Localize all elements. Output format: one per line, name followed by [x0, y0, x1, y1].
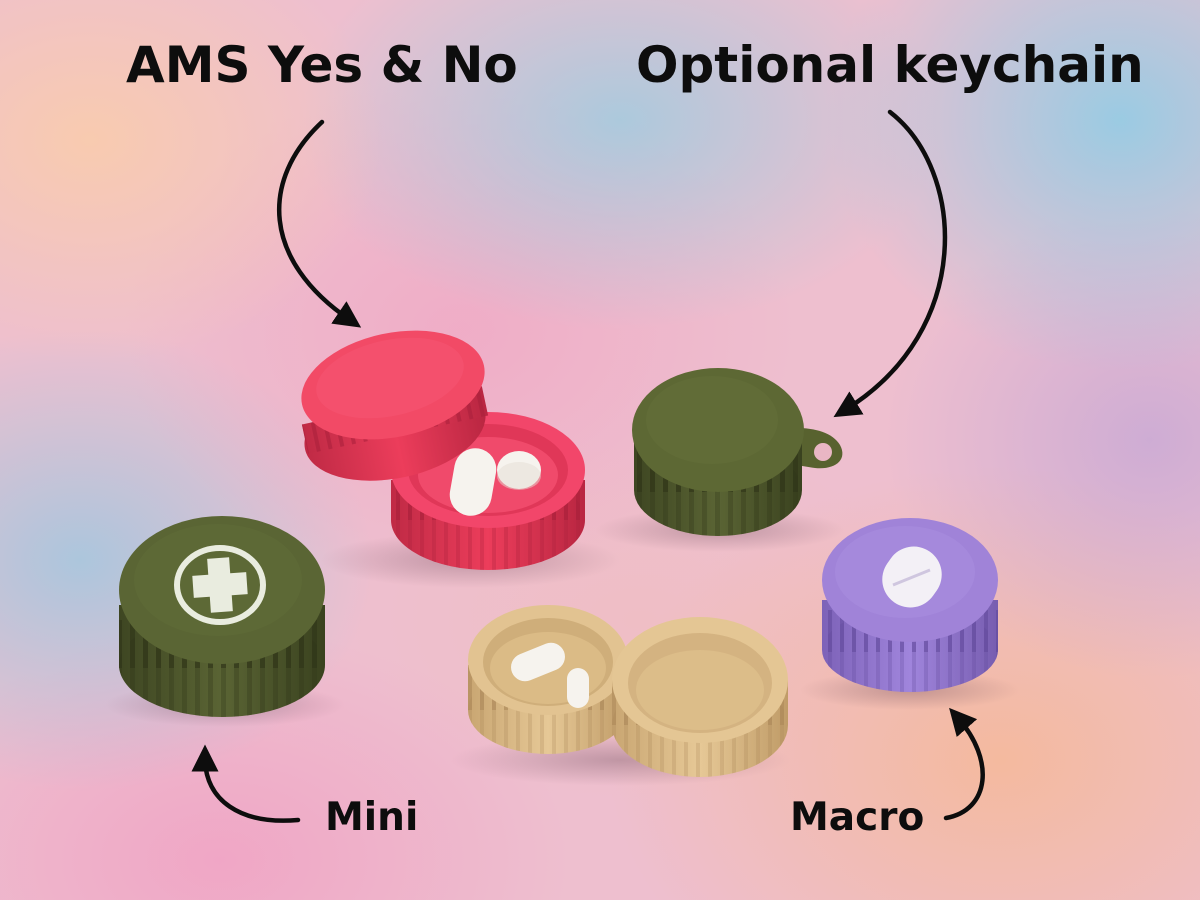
tan-pill-case	[450, 605, 790, 786]
arrow-mini	[191, 744, 301, 823]
label-mini: Mini	[325, 795, 419, 840]
olive-mini-pill-case	[105, 516, 345, 727]
purple-macro-pill-case	[800, 518, 1020, 710]
red-pill-case	[301, 330, 620, 588]
red-case-base	[391, 412, 585, 570]
pill-oblong-tan	[511, 642, 565, 682]
label-ams-yes-no: AMS Yes & No	[126, 36, 518, 94]
arrow-ams	[277, 119, 362, 328]
pill-capsule-tan	[567, 668, 589, 708]
arrow-keychain	[833, 109, 948, 418]
olive-keychain-pill-case	[595, 368, 845, 552]
capsule-emblem	[882, 546, 942, 608]
arrow-macro	[943, 707, 985, 821]
tan-case-lid	[612, 617, 788, 777]
pill-round	[497, 451, 541, 490]
pill-oblong	[449, 448, 497, 516]
label-optional-keychain: Optional keychain	[636, 36, 1144, 94]
tan-case-base	[468, 605, 628, 754]
label-macro: Macro	[790, 795, 925, 840]
red-case-lid	[301, 330, 489, 481]
plus-circle-emblem	[174, 545, 266, 625]
